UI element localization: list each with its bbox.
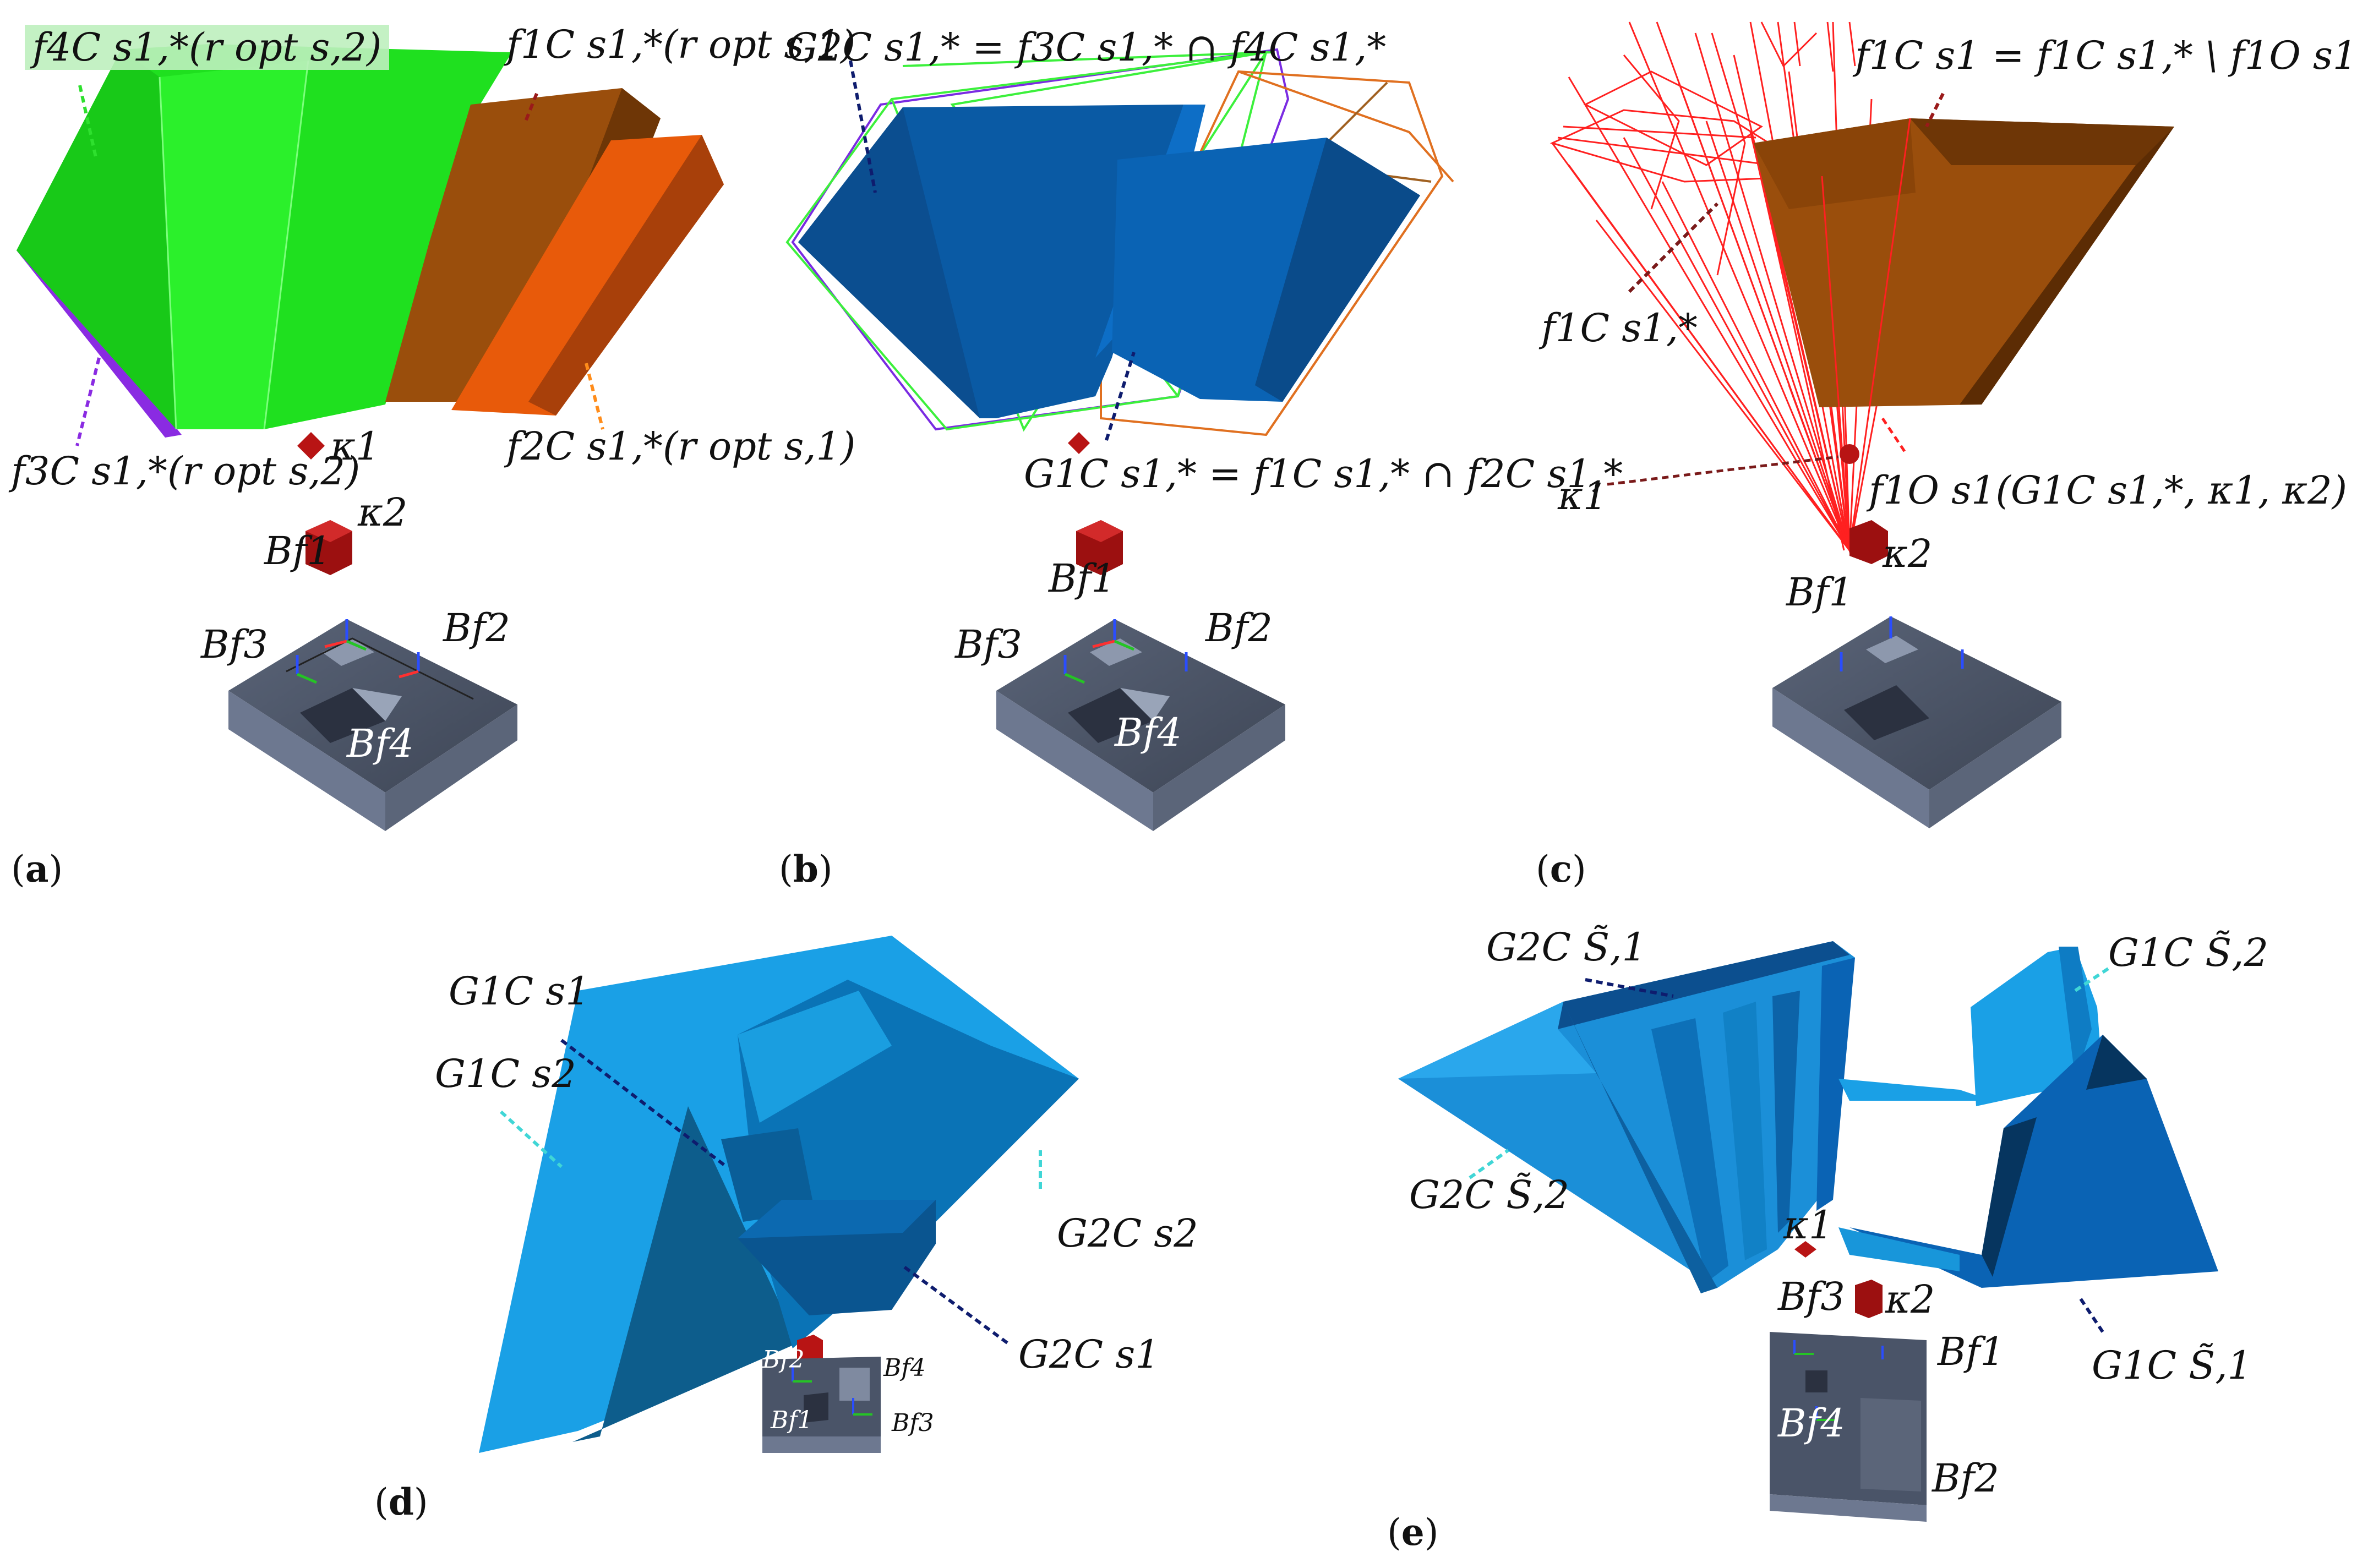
fixture-plate-c <box>1772 616 2061 790</box>
label-b-bf2: Bf2 <box>1205 605 1273 651</box>
panel-d-illustration <box>479 936 1079 1453</box>
green-face-mid <box>160 61 308 429</box>
label-b-bf1: Bf1 <box>1049 556 1116 601</box>
orange-face-side <box>528 135 724 416</box>
panel-a-illustration <box>17 44 724 831</box>
label-d-bf3: Bf3 <box>892 1409 934 1437</box>
brown-config-space-f1 <box>385 88 661 402</box>
label-d-bf4: Bf4 <box>883 1354 926 1382</box>
label-b-g2: G2C s1,* = f3C s1,* ∩ f4C s1,* <box>787 25 1387 70</box>
label-e-kappa1: κ1 <box>1783 1203 1834 1248</box>
label-b-bf3: Bf3 <box>955 622 1022 667</box>
label-a-bf1: Bf1 <box>264 528 331 573</box>
label-c-bf1: Bf1 <box>1786 570 1853 615</box>
panel-tag-e: (e) <box>1387 1511 1439 1554</box>
panel-e-illustration <box>1398 941 2218 1522</box>
label-a-f1: f1C s1,*(r opt s,1) <box>506 22 856 67</box>
label-d-bf2: Bf2 <box>762 1346 805 1374</box>
figure-canvas <box>17 21 2218 1522</box>
label-e-g1s2: G1C S̃,2 <box>2108 930 2269 975</box>
panel-tag-a: (a) <box>11 848 63 890</box>
kappa2-cube-c <box>1849 520 1888 564</box>
label-c-kappa2: κ2 <box>1883 531 1933 576</box>
panel-tag-d: (d) <box>374 1480 428 1523</box>
label-e-g1s1: G1C S̃,1 <box>2092 1343 2252 1388</box>
label-e-kappa2: κ2 <box>1885 1277 1935 1322</box>
panel-tag-b: (b) <box>779 848 833 890</box>
label-d-g2s1: G2C s1 <box>1018 1332 1160 1377</box>
label-c-f1cs1: f1C s1 = f1C s1,* \ f1O s1 <box>1855 33 2357 78</box>
panel-b-illustration <box>785 48 1454 831</box>
label-overlay: f4C s1,*(r opt s,2) f1C s1,*(r opt s,1) … <box>11 22 2357 1554</box>
label-c-obstacle: f1O s1(G1C s1,*, κ1, κ2) <box>1869 468 2348 513</box>
label-c-kappa1: κ1 <box>1558 473 1608 518</box>
kappa2-cube-e <box>1855 1280 1883 1318</box>
green-face-left <box>17 50 176 429</box>
label-a-bf3: Bf3 <box>201 622 268 667</box>
label-e-bf4: Bf4 <box>1778 1401 1845 1446</box>
panel-c-illustration <box>1549 21 2174 828</box>
label-e-bf2: Bf2 <box>1932 1456 1999 1501</box>
orange-config-space-f2 <box>451 135 724 416</box>
label-d-g2s2: G2C s2 <box>1057 1211 1198 1256</box>
label-d-bf1: Bf1 <box>771 1406 813 1434</box>
label-e-bf1: Bf1 <box>1938 1329 2005 1374</box>
spike-space-g1-s1 <box>1849 1035 2218 1288</box>
label-b-g1: G1C s1,* = f1C s1,* ∩ f2C s1,* <box>1024 451 1623 496</box>
label-a-f2: f2C s1,*(r opt s,1) <box>506 424 856 469</box>
label-a-bf4: Bf4 <box>347 721 414 766</box>
label-d-g1s1: G1C s1 <box>449 969 590 1014</box>
kappa1-marker <box>297 432 325 460</box>
label-a-f3: f3C s1,*(r opt s,2) <box>11 449 361 494</box>
panel-tag-c: (c) <box>1536 848 1586 890</box>
label-b-bf4: Bf4 <box>1115 710 1182 755</box>
label-e-g2s2: G2C S̃,2 <box>1409 1172 1570 1217</box>
label-a-kappa1: κ1 <box>330 424 380 469</box>
label-e-g2s1: G2C S̃,1 <box>1486 925 1647 970</box>
label-a-kappa2: κ2 <box>358 490 408 535</box>
label-c-f1cstar: f1C s1,* <box>1541 305 1698 351</box>
label-e-bf3: Bf3 <box>1778 1274 1845 1319</box>
label-a-f4: f4C s1,*(r opt s,2) <box>25 25 390 70</box>
label-a-bf2: Bf2 <box>443 605 510 651</box>
label-d-g1s2: G1C s2 <box>435 1051 576 1096</box>
